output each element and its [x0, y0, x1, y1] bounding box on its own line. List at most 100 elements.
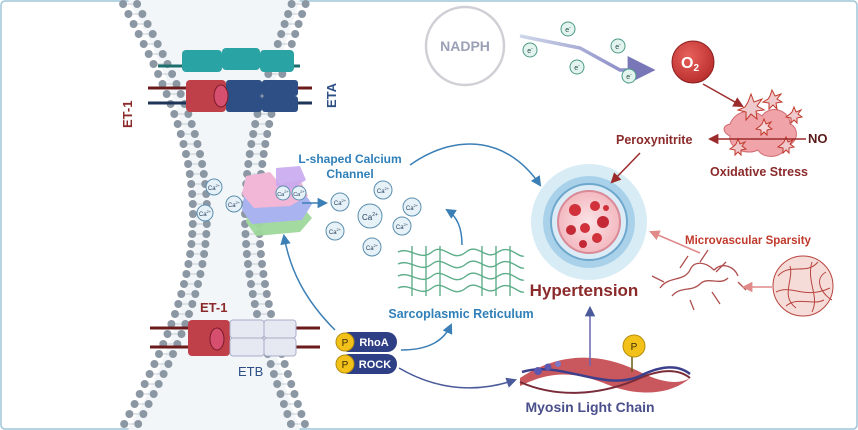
- membrane-lipid-head: [263, 130, 272, 138]
- nadph-circle: [424, 5, 506, 87]
- membrane-lipid-head: [202, 220, 211, 228]
- membrane-lipid-head: [139, 40, 148, 48]
- membrane-lipid-head: [153, 40, 162, 48]
- membrane-lipid-head: [267, 310, 275, 318]
- membrane-lipid-head: [247, 280, 255, 288]
- membrane-lipid-head: [273, 40, 282, 48]
- membrane-lipid-head: [177, 290, 186, 298]
- nadph-label: NADPH: [440, 38, 490, 54]
- membrane-lipid-head: [154, 380, 163, 388]
- membrane-lipid-head: [250, 300, 259, 308]
- membrane-lipid-head: [258, 260, 266, 268]
- arrow-rock-to-myosin: [398, 367, 517, 389]
- o2-molecule: [671, 40, 715, 84]
- phospho-p-rock: P: [342, 360, 349, 371]
- electron: e-: [522, 42, 538, 58]
- blood-vessel: [531, 164, 647, 280]
- membrane-lipid-head: [202, 230, 211, 238]
- membrane-lipid-head: [173, 120, 182, 128]
- rock-label: ROCK: [359, 359, 391, 371]
- membrane-lipid-head: [120, 420, 129, 428]
- membrane-lipid-head: [154, 70, 163, 78]
- electron: e-: [569, 59, 585, 75]
- membrane-lipid-head: [194, 280, 202, 288]
- membrane-lipid-head: [198, 160, 207, 168]
- membrane-lipid-head: [287, 40, 296, 48]
- membrane-lipid-head: [187, 120, 196, 128]
- membrane-lipid-head: [187, 180, 196, 188]
- membrane-lipid-head: [188, 200, 197, 208]
- membrane-lipid-head: [293, 400, 302, 408]
- membrane-lipid-head: [199, 170, 208, 178]
- svg-text:Ca2+: Ca2+: [329, 227, 342, 236]
- rhoa-rock-complex: P P RhoA ROCK: [335, 332, 397, 374]
- hypertension-label: Hypertension: [530, 281, 639, 300]
- dense-capillary-ball: [772, 255, 834, 317]
- calcium-ion: Ca2+: [392, 216, 412, 236]
- arrow-rho-to-channel: [280, 233, 336, 331]
- membrane-lipid-head: [294, 20, 303, 28]
- membrane-lipid-head: [249, 130, 258, 138]
- membrane-lipid-head: [241, 230, 250, 238]
- svg-text:Ca2+: Ca2+: [293, 189, 305, 198]
- membrane-lipid-head: [277, 30, 286, 38]
- svg-text:Ca2+: Ca2+: [228, 200, 241, 209]
- electrons: e- e- e- e- e-: [522, 21, 637, 84]
- membrane-lipid-head: [193, 140, 202, 148]
- calcium-ion: Ca2+: [225, 195, 243, 213]
- membrane-lipid-head: [188, 220, 197, 228]
- eta-label: ETA: [324, 82, 339, 108]
- calcium-channel-label-line1: L-shaped Calcium: [298, 152, 401, 166]
- membrane-lipid-head: [180, 280, 188, 288]
- membrane-lipid-head: [248, 290, 257, 298]
- svg-text:Ca2+: Ca2+: [366, 243, 379, 252]
- membrane-lipid-head: [181, 320, 190, 328]
- phospho-p-rhoa: P: [342, 338, 349, 349]
- membrane-lipid-head: [269, 370, 278, 378]
- membrane-lipid-head: [297, 410, 306, 418]
- membrane-lipid-head: [280, 360, 289, 368]
- arrow-sr-to-calcium: [445, 208, 463, 246]
- svg-text:Ca2+: Ca2+: [208, 183, 221, 192]
- membrane-lipid-head: [185, 310, 193, 318]
- calcium-ion: Ca2+: [357, 203, 383, 229]
- membrane-lipid-head: [190, 130, 199, 138]
- membrane-lipid-head: [143, 20, 152, 28]
- membrane-lipid-head: [256, 240, 265, 248]
- membrane-lipid-head: [196, 270, 205, 278]
- calcium-ion: Ca2+: [275, 185, 291, 201]
- membrane-lipid-head: [149, 60, 158, 68]
- membrane-lipid-head: [176, 90, 185, 98]
- o2-label: O2: [681, 55, 699, 74]
- svg-text:e-: e-: [527, 46, 533, 55]
- calcium-ion: Ca2+: [362, 237, 382, 257]
- membrane-lipid-head: [251, 120, 260, 128]
- myosin-filament: P: [519, 334, 691, 394]
- calcium-ion: Ca2+: [205, 178, 223, 196]
- membrane-lipid-head: [164, 360, 173, 368]
- membrane-lipid-head: [201, 240, 210, 248]
- membrane-lipid-head: [134, 30, 143, 38]
- oxidative-stress-label: Oxidative Stress: [710, 165, 808, 179]
- calcium-ion: Ca2+: [330, 192, 350, 212]
- membrane-lipid-head: [135, 390, 144, 398]
- membrane-lipid-head: [184, 160, 193, 168]
- membrane-lipid-head: [273, 380, 282, 388]
- membrane-lipid-head: [140, 380, 149, 388]
- membrane-lipid-head: [158, 50, 167, 58]
- membrane-lipid-head: [144, 50, 153, 58]
- svg-text:Ca2+: Ca2+: [362, 212, 378, 222]
- calcium-ion: Ca2+: [325, 221, 345, 241]
- membrane-lipid-head: [169, 350, 177, 358]
- membrane-lipid-head: [187, 240, 196, 248]
- eta-receptor: [148, 48, 312, 112]
- membrane-lipid-head: [256, 250, 265, 258]
- membrane-lipid-head: [287, 380, 296, 388]
- membrane-lipid-head: [290, 390, 299, 398]
- etb-receptor: [150, 319, 320, 357]
- electron: e-: [610, 38, 626, 54]
- svg-text:Ca2+: Ca2+: [396, 222, 409, 231]
- membrane-lipid-head: [198, 260, 207, 268]
